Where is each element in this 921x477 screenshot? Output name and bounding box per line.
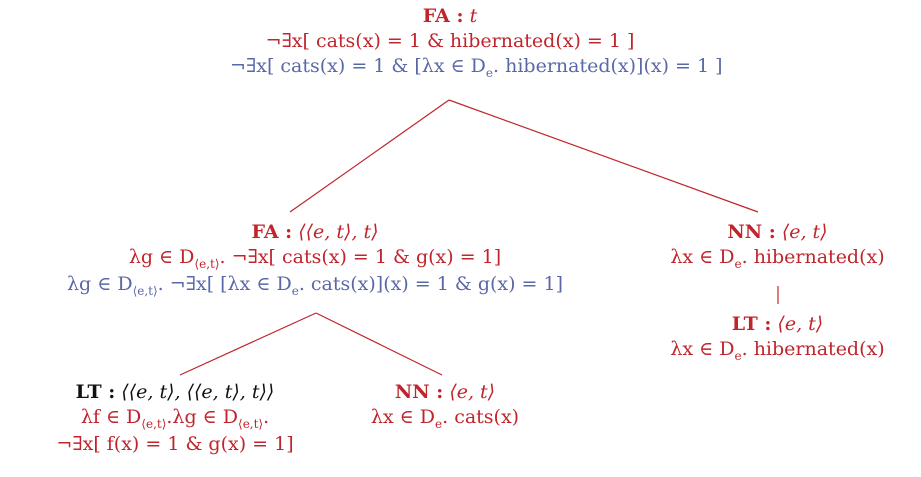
nn-right-type: ⟨e, t⟩ xyxy=(781,221,828,243)
fa-left-line1: λg ∈ D⟨e,t⟩. ¬∃x[ cats(x) = 1 & g(x) = 1… xyxy=(128,246,502,271)
fa-left-node: FA : ⟨⟨e, t⟩, t⟩ λg ∈ D⟨e,t⟩. ¬∃x[ cats(… xyxy=(0,220,630,299)
root-line2: ¬∃x[ cats(x) = 1 & [λx ∈ De. hibernated(… xyxy=(230,55,723,80)
fa-left-line2: λg ∈ D⟨e,t⟩. ¬∃x[ [λx ∈ De. cats(x)](x) … xyxy=(66,273,564,298)
edge-root-nn-right xyxy=(448,99,759,213)
edge-fa-left-nn-cats xyxy=(315,312,443,376)
lt-right-line1: λx ∈ De. hibernated(x) xyxy=(670,338,885,363)
root-label: FA : xyxy=(422,5,464,27)
lt-left-line1: λf ∈ D⟨e,t⟩.λg ∈ D⟨e,t⟩. xyxy=(80,406,270,431)
root-line1: ¬∃x[ cats(x) = 1 & hibernated(x) = 1 ] xyxy=(265,30,635,52)
nn-right-line1: λx ∈ De. hibernated(x) xyxy=(670,246,885,271)
root-type: t xyxy=(469,5,478,27)
nn-cats-label: NN : xyxy=(394,381,444,403)
lt-left-node: LT : ⟨⟨e, t⟩, ⟨⟨e, t⟩, t⟩⟩ λf ∈ D⟨e,t⟩.λ… xyxy=(10,380,340,457)
nn-cats-line1: λx ∈ De. cats(x) xyxy=(370,406,520,431)
fa-left-type: ⟨⟨e, t⟩, t⟩ xyxy=(298,221,379,243)
nn-cats-type: ⟨e, t⟩ xyxy=(449,381,496,403)
lt-right-type: ⟨e, t⟩ xyxy=(777,313,824,335)
edge-fa-left-lt-left xyxy=(179,312,317,376)
lt-left-label: LT : xyxy=(75,381,116,403)
edge-root-fa-left xyxy=(289,99,450,213)
lt-left-line2: ¬∃x[ f(x) = 1 & g(x) = 1] xyxy=(56,433,294,455)
lt-left-type: ⟨⟨e, t⟩, ⟨⟨e, t⟩, t⟩⟩ xyxy=(121,381,275,403)
nn-right-node: NN : ⟨e, t⟩ λx ∈ De. hibernated(x) xyxy=(640,220,915,272)
lt-right-label: LT : xyxy=(731,313,772,335)
nn-cats-node: NN : ⟨e, t⟩ λx ∈ De. cats(x) xyxy=(340,380,550,432)
nn-right-label: NN : xyxy=(727,221,776,243)
fa-left-label: FA : xyxy=(251,221,293,243)
lt-right-node: LT : ⟨e, t⟩ λx ∈ De. hibernated(x) xyxy=(640,312,915,364)
root-node: FA : t ¬∃x[ cats(x) = 1 & hibernated(x) … xyxy=(230,4,723,81)
